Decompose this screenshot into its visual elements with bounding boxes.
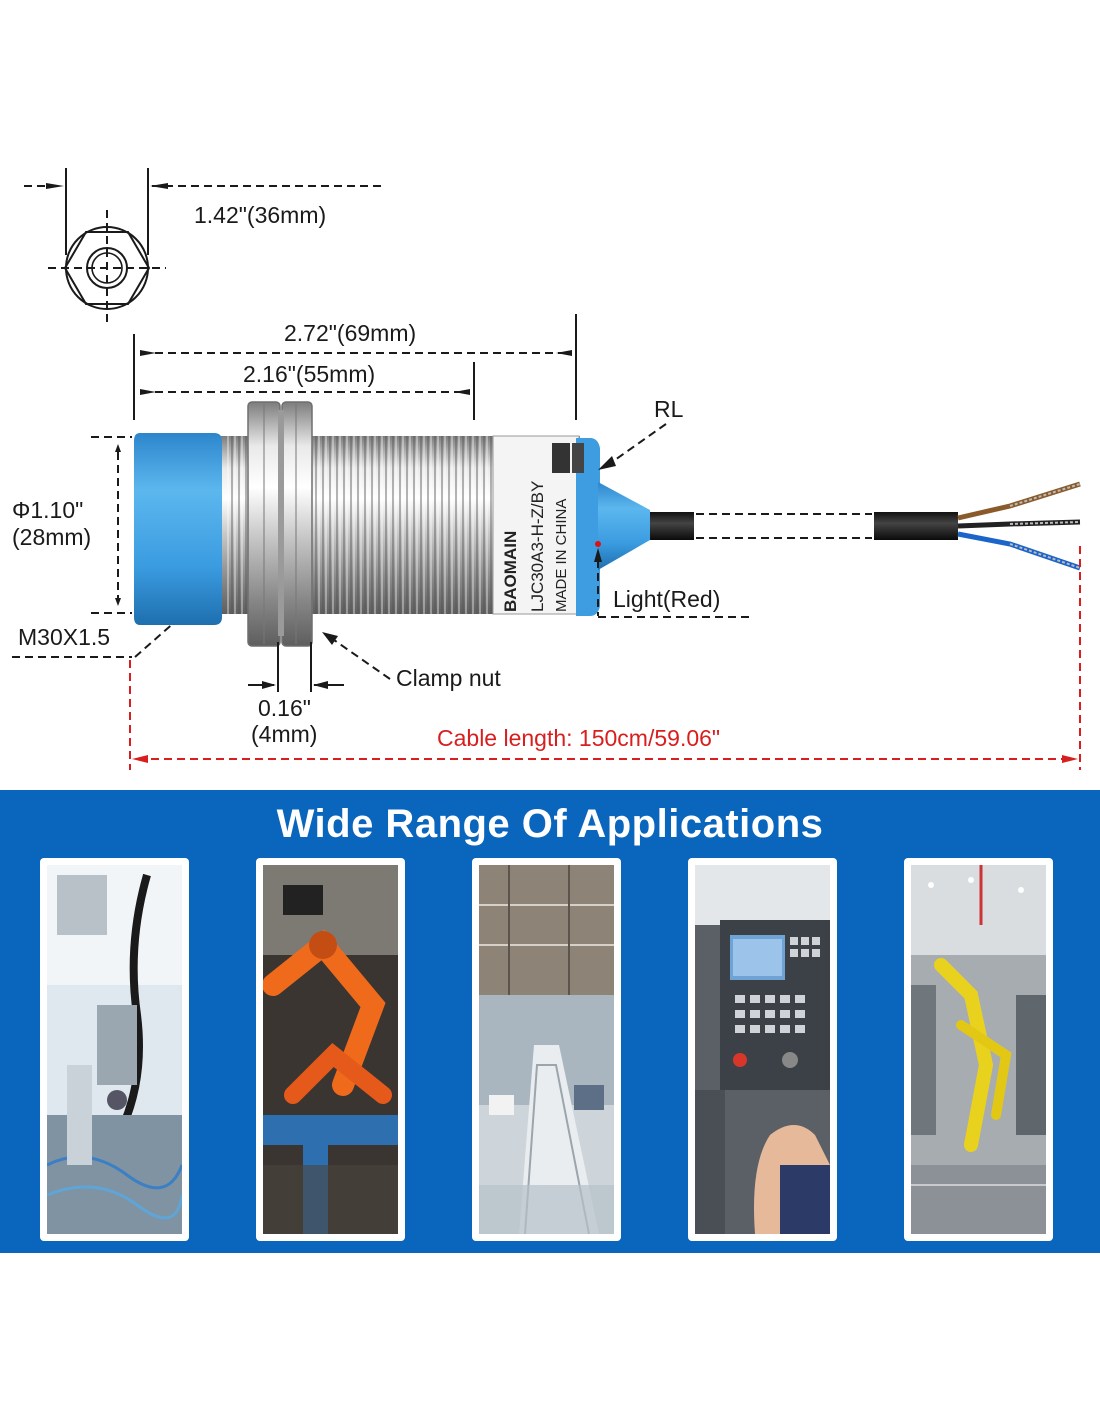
applications-banner: Wide Range Of Applications: [0, 790, 1100, 1253]
application-card-conveyor: [472, 858, 621, 1241]
clamp-nut-label: Clamp nut: [396, 665, 501, 691]
brand-print: BAOMAIN: [501, 531, 520, 612]
total-length-label: 2.72"(69mm): [284, 320, 416, 346]
application-card-cnc: [688, 858, 837, 1241]
cable-length-label: Cable length: 150cm/59.06": [437, 725, 720, 751]
nut-thickness-inch-label: 0.16": [258, 695, 311, 721]
thread-length-label: 2.16"(55mm): [243, 361, 375, 387]
top-view: [24, 168, 385, 326]
application-card-robot-arm: [256, 858, 405, 1241]
light-label: Light(Red): [613, 586, 720, 612]
nut-thickness-mm-label: (4mm): [251, 721, 317, 747]
thread-spec-label: M30X1.5: [18, 624, 110, 650]
applications-title: Wide Range Of Applications: [276, 802, 824, 846]
cable: [650, 481, 1081, 571]
yellow-robot-line-photo: [911, 865, 1046, 1234]
factory-conveyor-photo: [479, 865, 614, 1234]
dimension-diagram: 1.42"(36mm) 2.72"(69mm) 2.16"(55mm) Φ1.1…: [12, 168, 1081, 770]
origin-print: MADE IN CHINA: [553, 499, 570, 612]
cnc-control-panel-photo: [695, 865, 830, 1234]
application-card-assembly-line: [904, 858, 1053, 1241]
hex-width-label: 1.42"(36mm): [194, 202, 326, 228]
rl-label: RL: [654, 396, 684, 422]
automation-arm-photo: [47, 865, 182, 1234]
diameter-mm-label: (28mm): [12, 524, 91, 550]
sensor-body: BAOMAIN LJC30A3-H-Z/BY MADE IN CHINA: [134, 401, 650, 647]
diameter-inch-label: Φ1.10": [12, 497, 83, 523]
application-card-automation: [40, 858, 189, 1241]
orange-robot-photo: [263, 865, 398, 1234]
model-print: LJC30A3-H-Z/BY: [528, 481, 547, 612]
